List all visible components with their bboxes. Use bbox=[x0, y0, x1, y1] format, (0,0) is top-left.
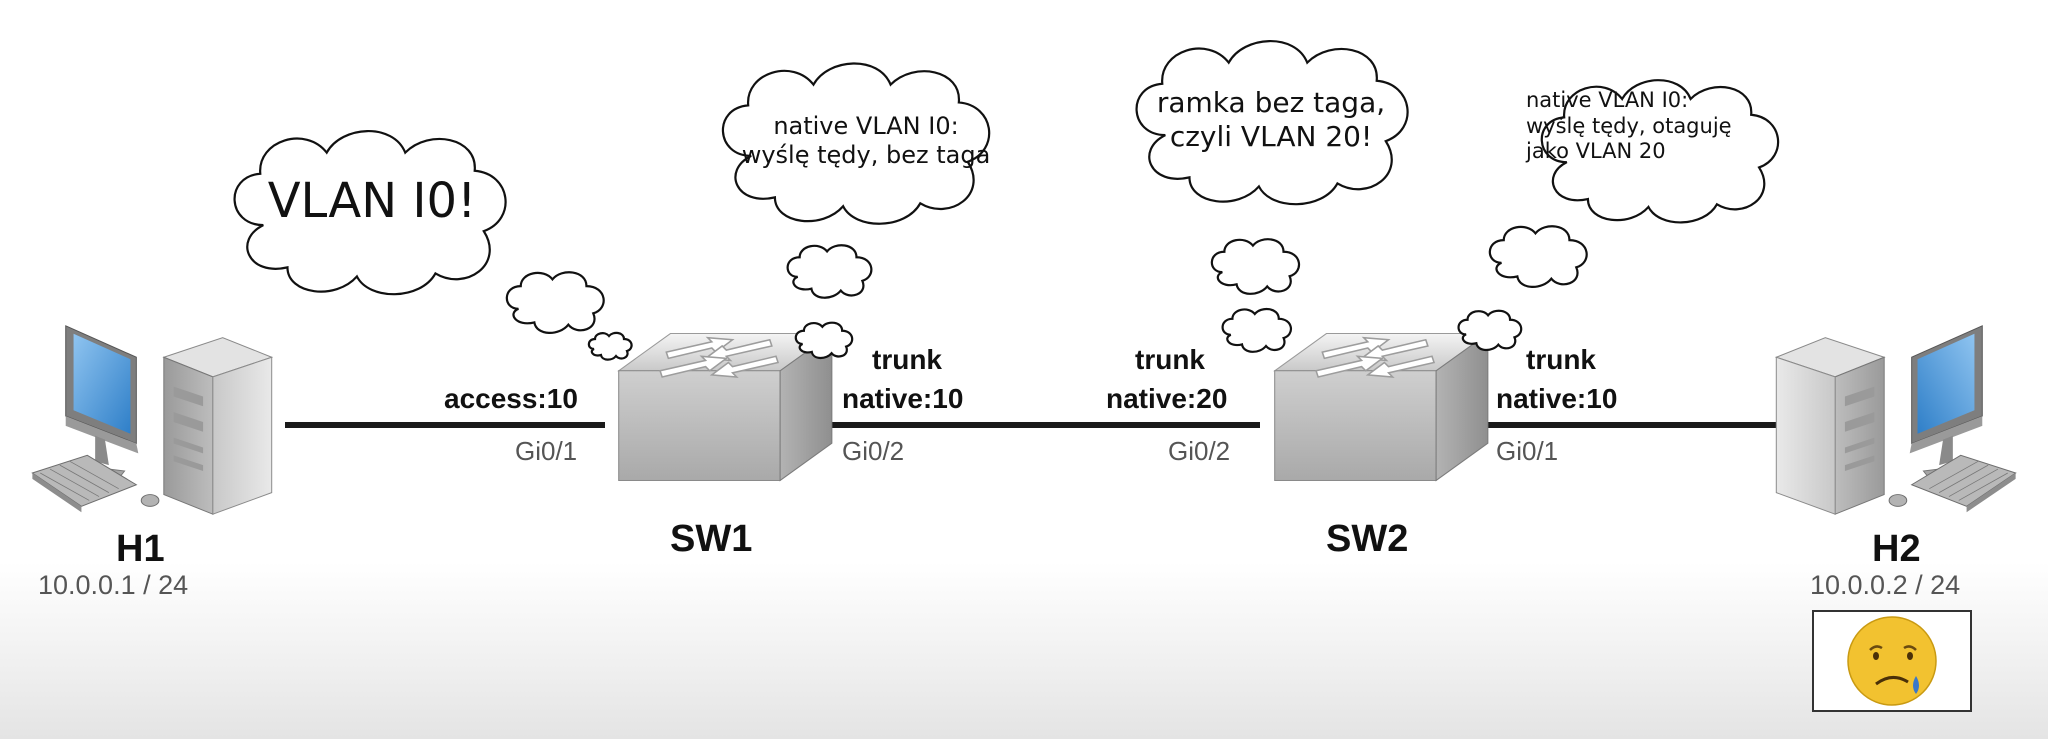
sw2-out-thought-text: native VLAN I0: wyślę tędy, otaguję jako… bbox=[1526, 88, 1796, 165]
h1-ip: 10.0.0.1 / 24 bbox=[38, 570, 189, 600]
sw2-switch-icon bbox=[1273, 332, 1489, 482]
sw1-name: SW1 bbox=[670, 518, 753, 560]
thought-line: czyli VLAN 20! bbox=[1169, 120, 1373, 154]
thought-puff bbox=[1221, 308, 1292, 353]
sw2-name: SW2 bbox=[1326, 518, 1409, 560]
thought-line: native VLAN I0: bbox=[773, 112, 959, 140]
h2-name: H2 bbox=[1872, 528, 1921, 570]
thought-puff bbox=[1488, 224, 1588, 289]
h1-thought-text: VLAN I0! bbox=[262, 172, 482, 231]
thought-line: native VLAN I0: bbox=[1526, 88, 1689, 112]
sw2-gi0-2-iface: Gi0/2 bbox=[1168, 436, 1231, 466]
h1-name: H1 bbox=[116, 528, 165, 570]
thought-puff bbox=[1457, 309, 1523, 351]
h1-computer-icon bbox=[31, 325, 273, 515]
thought-puff bbox=[588, 332, 633, 361]
sw2-gi0-1-iface: Gi0/1 bbox=[1496, 436, 1559, 466]
sw1-gi0-1-iface: Gi0/1 bbox=[515, 436, 578, 466]
thought-line: wyślę tędy, bez taga bbox=[741, 141, 991, 170]
sw1-thought-text: native VLAN I0: wyślę tędy, bez taga bbox=[726, 112, 1006, 171]
thought-puff bbox=[794, 321, 853, 359]
thought-line: VLAN I0! bbox=[267, 173, 477, 229]
h2-computer-icon bbox=[1775, 325, 2017, 515]
sw1-gi0-2-mode: trunk bbox=[872, 344, 942, 375]
crying-face-icon bbox=[1847, 616, 1937, 706]
sw2-gi0-2-native: native:20 bbox=[1106, 383, 1228, 414]
thought-line: ramka bez taga, bbox=[1156, 86, 1386, 119]
sw2-gi0-1-native: native:10 bbox=[1496, 383, 1618, 414]
sw1-switch-icon bbox=[617, 332, 833, 482]
thought-line: wyślę tędy, otaguję bbox=[1526, 113, 1732, 138]
thought-puff bbox=[505, 270, 606, 335]
sw2-in-thought-text: ramka bez taga, czyli VLAN 20! bbox=[1140, 86, 1402, 154]
sw2-gi0-1-mode: trunk bbox=[1526, 344, 1596, 375]
thought-puff bbox=[786, 243, 873, 300]
sw1-gi0-1-mode: access:10 bbox=[444, 383, 578, 414]
thought-puff bbox=[1210, 237, 1301, 296]
sw1-gi0-2-iface: Gi0/2 bbox=[842, 436, 905, 466]
h2-reaction-box bbox=[1812, 610, 1972, 712]
sw2-gi0-2-mode: trunk bbox=[1135, 344, 1205, 375]
h2-ip: 10.0.0.2 / 24 bbox=[1810, 570, 1961, 600]
sw1-gi0-2-native: native:10 bbox=[842, 383, 964, 414]
thought-line: jako VLAN 20 bbox=[1526, 139, 1666, 164]
